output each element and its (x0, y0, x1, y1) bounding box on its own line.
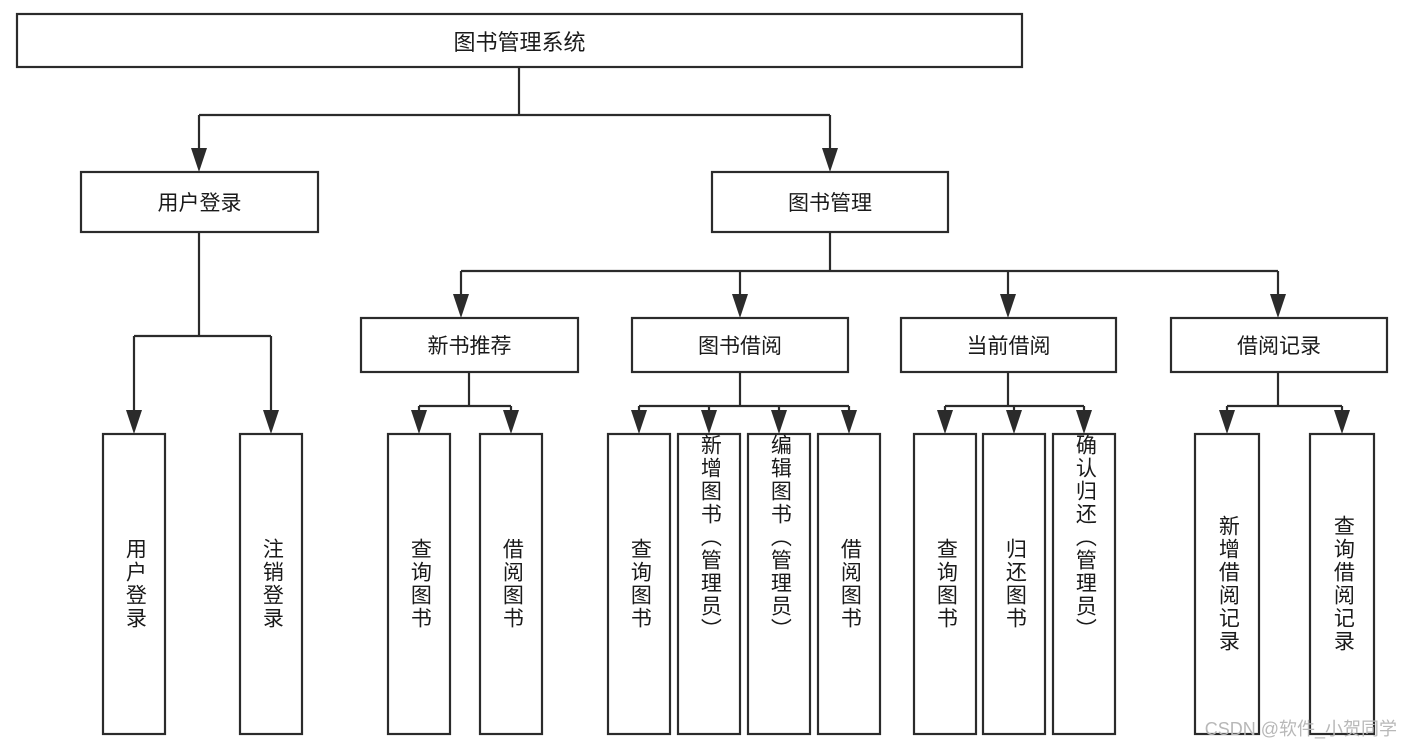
arrow-head-book-borrow (732, 294, 748, 318)
node-box-book-borrow[interactable] (630, 316, 850, 374)
node-box-leaf-query-record[interactable] (1308, 432, 1376, 736)
arrow-head-leaf-return-book (1006, 410, 1022, 434)
connectors-user-login-to-leaves (126, 232, 279, 434)
connectors-borrow-record-to-leaves (1219, 372, 1350, 434)
arrow-head-leaf-edit-book (771, 410, 787, 434)
connectors-book-borrow-to-leaves (631, 372, 857, 434)
connectors-new-book-rec-to-leaves (411, 372, 519, 434)
arrow-head-leaf-add-record (1219, 410, 1235, 434)
arrow-head-leaf-query-record (1334, 410, 1350, 434)
node-box-borrow-record[interactable] (1169, 316, 1389, 374)
arrow-head-leaf-query-book-1 (411, 410, 427, 434)
node-box-book-manage[interactable] (710, 170, 950, 234)
arrow-head-current-borrow (1000, 294, 1016, 318)
arrow-head-borrow-record (1270, 294, 1286, 318)
node-box-leaf-confirm-return[interactable] (1051, 432, 1117, 736)
arrow-head-leaf-query-book-3 (937, 410, 953, 434)
connectors-root-to-level2 (191, 67, 838, 172)
node-box-leaf-query-book-1[interactable] (386, 432, 452, 736)
arrow-head-leaf-query-book-2 (631, 410, 647, 434)
node-box-leaf-query-book-3[interactable] (912, 432, 978, 736)
node-box-leaf-add-book[interactable] (676, 432, 742, 736)
arrow-head-leaf-borrow-book-1 (503, 410, 519, 434)
node-box-current-borrow[interactable] (899, 316, 1118, 374)
node-box-leaf-return-book[interactable] (981, 432, 1047, 736)
node-box-root[interactable] (15, 12, 1024, 69)
arrow-head-user-login (191, 148, 207, 172)
node-box-leaf-add-record[interactable] (1193, 432, 1261, 736)
node-box-leaf-logout[interactable] (238, 432, 304, 736)
arrow-head-leaf-confirm-return (1076, 410, 1092, 434)
arrow-head-new-book-rec (453, 294, 469, 318)
node-box-leaf-borrow-book-2[interactable] (816, 432, 882, 736)
arrow-head-leaf-add-book (701, 410, 717, 434)
arrow-head-book-manage (822, 148, 838, 172)
node-box-leaf-edit-book[interactable] (746, 432, 812, 736)
node-box-leaf-query-book-2[interactable] (606, 432, 672, 736)
arrow-head-leaf-borrow-book-2 (841, 410, 857, 434)
connectors-book-manage-to-level3 (453, 232, 1286, 318)
connectors-current-borrow-to-leaves (937, 372, 1092, 434)
node-box-new-book-rec[interactable] (359, 316, 580, 374)
arrow-head-leaf-user-login (126, 410, 142, 434)
arrow-head-leaf-logout (263, 410, 279, 434)
node-box-leaf-user-login[interactable] (101, 432, 167, 736)
node-box-user-login[interactable] (79, 170, 320, 234)
node-box-leaf-borrow-book-1[interactable] (478, 432, 544, 736)
